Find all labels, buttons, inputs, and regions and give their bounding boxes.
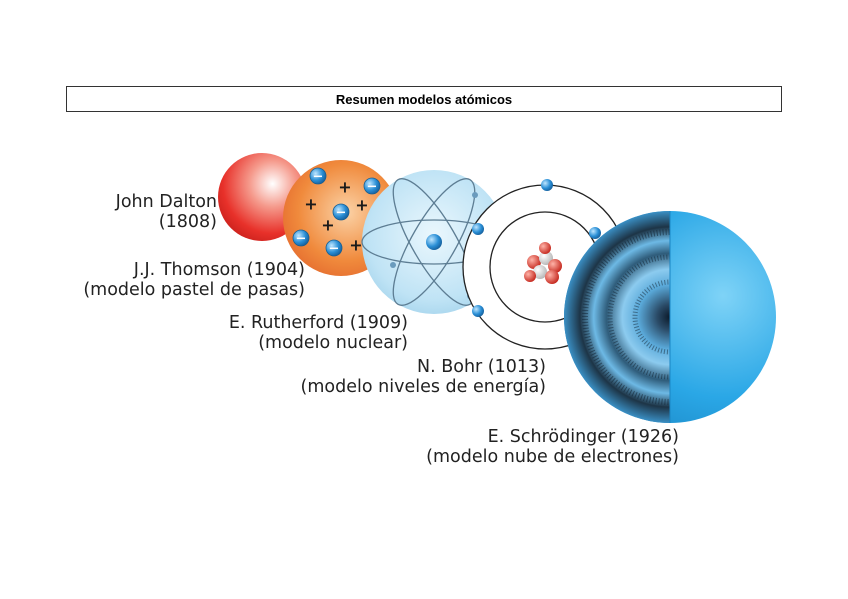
schrodinger-cloud	[564, 211, 776, 423]
bohr-nucleus	[524, 242, 562, 284]
label-dalton-detail: (1808)	[158, 212, 217, 232]
label-bohr: N. Bohr (1013) (modelo niveles de energí…	[301, 357, 546, 397]
plus-sign: +	[355, 196, 368, 215]
label-schrodinger-name: E. Schrödinger (1926)	[487, 427, 679, 447]
label-bohr-name: N. Bohr (1013)	[417, 357, 546, 377]
label-rutherford-detail: (modelo nuclear)	[258, 333, 408, 353]
minus-sign: −	[367, 180, 378, 195]
electron	[472, 223, 484, 235]
negative-charge	[292, 229, 310, 247]
electron	[390, 262, 396, 268]
negative-charge	[309, 167, 327, 185]
label-dalton: John Dalton (1808)	[116, 192, 217, 232]
label-thomson-name: J.J. Thomson (1904)	[133, 260, 305, 280]
label-thomson-detail: (modelo pastel de pasas)	[83, 280, 305, 300]
thomson-charges: −+−+−+−+−+	[292, 167, 381, 257]
label-rutherford-name: E. Rutherford (1909)	[228, 313, 408, 333]
plus-sign: +	[321, 216, 334, 235]
label-schrodinger: E. Schrödinger (1926) (modelo nube de el…	[426, 427, 679, 467]
electron	[541, 179, 553, 191]
label-schrodinger-detail: (modelo nube de electrones)	[426, 447, 679, 467]
nucleus	[426, 234, 442, 250]
minus-sign: −	[296, 232, 307, 247]
label-bohr-detail: (modelo niveles de energía)	[300, 377, 546, 397]
electron	[589, 227, 601, 239]
minus-sign: −	[329, 242, 340, 257]
negative-charge	[363, 177, 381, 195]
label-thomson: J.J. Thomson (1904) (modelo pastel de pa…	[83, 260, 305, 300]
label-dalton-name: John Dalton	[115, 192, 217, 212]
minus-sign: −	[336, 206, 347, 221]
title-box: Resumen modelos atómicos	[66, 86, 782, 112]
negative-charge	[325, 239, 343, 257]
electron	[472, 192, 478, 198]
page-title: Resumen modelos atómicos	[335, 91, 513, 107]
plus-sign: +	[304, 195, 317, 214]
label-rutherford: E. Rutherford (1909) (modelo nuclear)	[229, 313, 408, 353]
minus-sign: −	[313, 170, 324, 185]
negative-charge	[332, 203, 350, 221]
plus-sign: +	[338, 178, 351, 197]
plus-sign: +	[349, 236, 362, 255]
electron	[472, 305, 484, 317]
